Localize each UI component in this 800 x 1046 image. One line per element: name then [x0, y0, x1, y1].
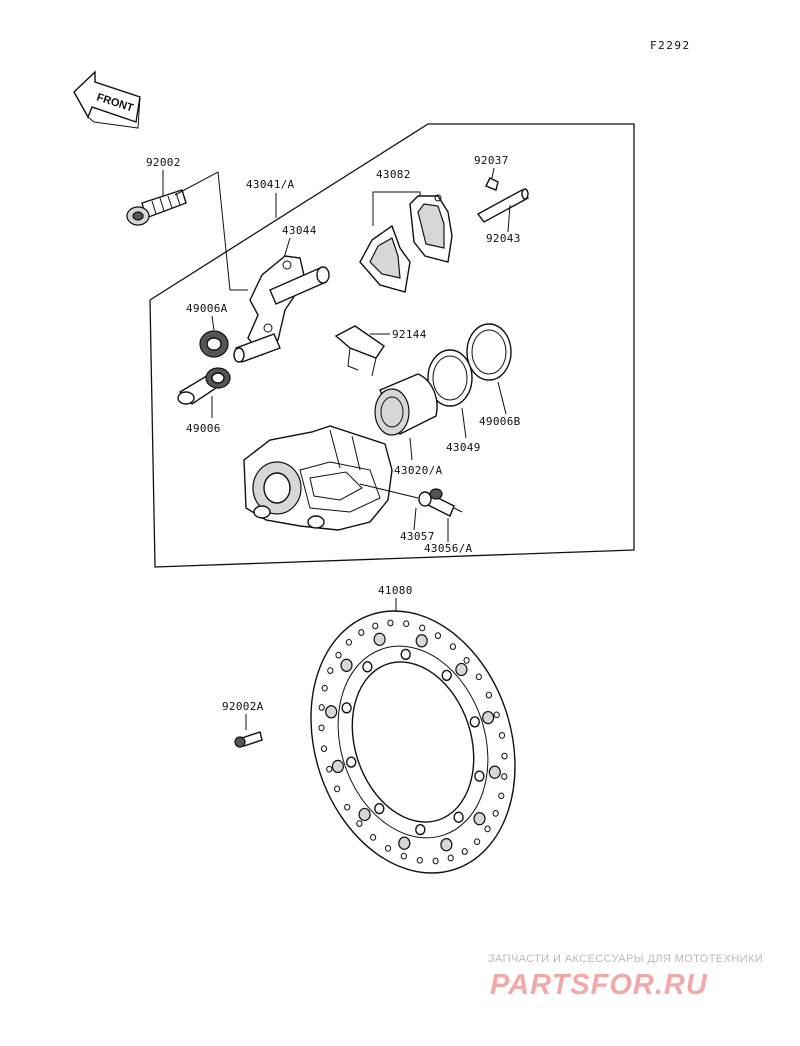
disc-hole: [325, 705, 338, 719]
disc-hole: [415, 634, 428, 648]
disc-hole: [482, 710, 495, 725]
disc-hole: [463, 657, 470, 664]
label-43044: 43044: [282, 224, 317, 237]
disc-hole: [385, 845, 392, 852]
disc-hole: [474, 770, 485, 782]
boot-49006-icon: [177, 367, 231, 405]
label-49006A: 49006A: [186, 302, 228, 315]
label-49006: 49006: [186, 422, 221, 435]
disc-hole: [493, 711, 500, 719]
disc-hole: [485, 691, 492, 699]
disc-hole: [469, 716, 480, 728]
disc-hole: [340, 658, 353, 672]
disc-hole: [434, 632, 441, 639]
disc-hole: [341, 702, 352, 714]
seal-43049-icon: [427, 349, 473, 407]
bleeder-valve-icon: [418, 488, 463, 517]
bolt-92002-icon: [126, 189, 187, 226]
label-92043: 92043: [486, 232, 521, 245]
spring-92144-icon: [334, 325, 385, 377]
watermark-logo: PARTSFOR.RU: [490, 969, 708, 1001]
label-41080: 41080: [378, 584, 413, 597]
front-arrow-icon: FRONT: [73, 70, 141, 129]
clip-92037-icon: [485, 177, 499, 191]
brake-pads-icon: [359, 194, 453, 293]
disc-hole: [455, 662, 468, 677]
disc-hole: [372, 622, 379, 630]
caliper-assembly-outline: [149, 123, 635, 568]
boot-49006A-icon: [199, 330, 229, 358]
disc-hole: [387, 619, 394, 627]
disc-hole: [447, 854, 454, 862]
label-92037: 92037: [474, 154, 509, 167]
disc-hole: [501, 752, 508, 760]
disc-hole: [326, 765, 333, 773]
disc-hole: [498, 732, 506, 739]
disc-hole: [335, 651, 342, 659]
piston-icon: [374, 373, 438, 436]
disc-hole: [440, 838, 453, 852]
disc-hole: [344, 803, 351, 811]
disc-hole: [320, 745, 328, 752]
disc-hole: [461, 848, 468, 855]
watermark-caption: ЗАПЧАСТИ И АКСЕССУАРЫ ДЛЯ МОТОТЕХНИКИ: [488, 953, 763, 965]
pin-92043-icon: [476, 188, 530, 223]
disc-hole: [374, 802, 385, 815]
label-92002: 92002: [146, 156, 181, 169]
disc-hole: [358, 629, 365, 636]
disc-hole: [321, 684, 328, 692]
disc-hole: [327, 667, 334, 674]
label-92144: 92144: [392, 328, 427, 341]
label-43041: 43041/A: [246, 178, 295, 191]
disc-hole: [473, 812, 486, 826]
disc-hole: [356, 820, 363, 827]
disc-hole: [488, 765, 501, 779]
disc-hole: [449, 643, 456, 650]
label-43049: 43049: [446, 441, 481, 454]
disc-hole: [331, 759, 344, 774]
disc-hole: [492, 810, 499, 817]
diagram-code: F2292: [650, 39, 691, 52]
brake-disc-icon: [310, 610, 516, 874]
disc-hole: [398, 836, 411, 850]
caliper-body-icon: [243, 425, 393, 531]
disc-hole: [358, 807, 371, 822]
disc-hole: [403, 620, 410, 628]
disc-hole: [334, 785, 341, 793]
label-43020: 43020/A: [394, 464, 443, 477]
disc-hole: [400, 852, 407, 860]
label-92002A: 92002A: [222, 700, 264, 713]
disc-hole: [432, 857, 439, 865]
label-49006B: 49006B: [479, 415, 521, 428]
disc-hole: [370, 834, 377, 841]
label-43057: 43057: [400, 530, 435, 543]
disc-hole: [415, 823, 426, 836]
disc-hole: [345, 638, 352, 646]
disc-hole: [484, 825, 491, 833]
disc-hole: [498, 792, 505, 800]
disc-hole: [441, 669, 452, 682]
label-43056: 43056/A: [424, 542, 473, 555]
bolt-92002A-icon: [234, 731, 263, 748]
seal-49006B-icon: [466, 323, 512, 381]
disc-hole: [453, 811, 464, 823]
disc-hole: [318, 704, 325, 711]
disc-hole: [474, 838, 481, 846]
disc-hole: [475, 673, 482, 681]
disc-hole: [400, 648, 411, 661]
disc-hole: [346, 756, 357, 768]
disc-hole: [362, 661, 373, 673]
caliper-bracket-icon: [233, 255, 330, 363]
label-43082: 43082: [376, 168, 411, 181]
disc-hole: [501, 773, 508, 780]
disc-hole: [318, 724, 325, 732]
disc-hole: [416, 856, 423, 864]
disc-hole: [373, 632, 386, 646]
disc-hole: [419, 624, 426, 632]
